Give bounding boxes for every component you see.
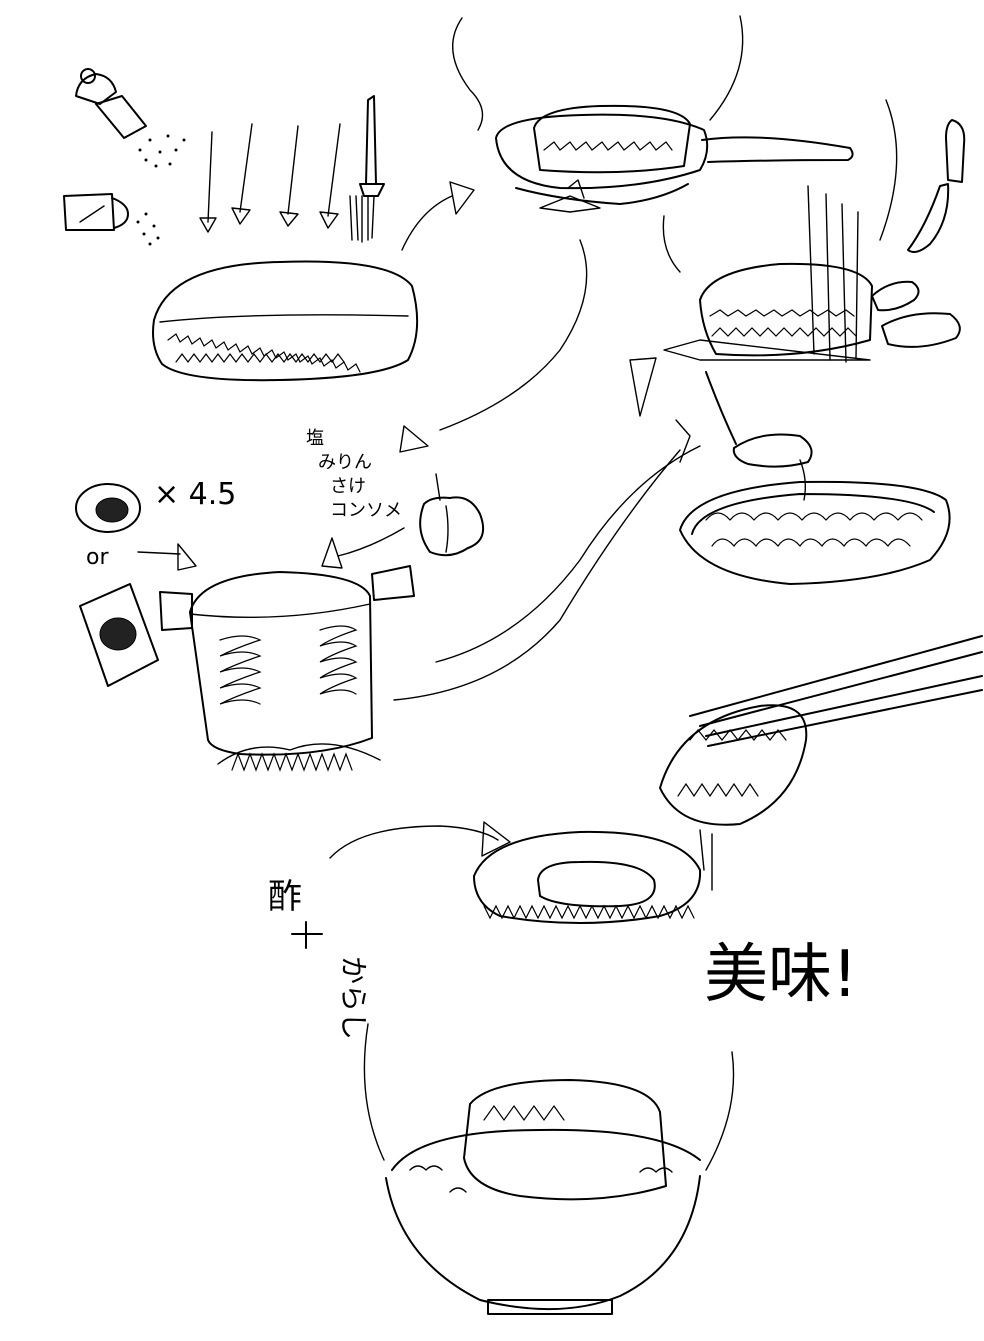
knife-icon <box>907 119 966 253</box>
salt-shaker-icon <box>63 193 160 246</box>
bouillon-cube-icon <box>75 483 141 533</box>
cut-lines <box>807 185 859 363</box>
bowl-outline <box>363 1023 735 1171</box>
arrow-to-small-plate <box>329 821 511 859</box>
seasoning-salt: 塩 <box>306 428 324 449</box>
plus-icon <box>291 921 323 949</box>
vinegar-label: 酢 <box>268 877 302 917</box>
seasoning-list: 塩 みりん さけ コンソメ <box>306 428 402 521</box>
or-arrow <box>137 543 197 571</box>
seasoning-arrow <box>321 527 405 569</box>
frying-pan-icon <box>495 104 854 213</box>
outline-curves <box>439 15 898 431</box>
multiplier-label: × 4.5 <box>154 477 236 512</box>
brush-icon <box>349 95 385 243</box>
pepper-shaker-icon <box>75 68 186 168</box>
or-label: or <box>86 545 109 570</box>
delicious-label: 美味! <box>704 938 858 1012</box>
seasoning-mirin: みりん <box>318 452 372 473</box>
ladle-icon <box>705 371 813 501</box>
arrow-to-plate <box>435 357 701 663</box>
seasoning-sake: さけ <box>330 476 366 497</box>
garlic-icon <box>419 473 484 557</box>
meat-block-icon <box>152 260 419 382</box>
sliced-meat-icon <box>663 262 961 361</box>
arrow-to-pan <box>401 181 475 251</box>
sprinkle-arrows <box>199 123 341 233</box>
arrow-to-pot <box>399 425 429 453</box>
mustard-label: からし <box>337 956 370 1040</box>
chopsticks-icon <box>659 635 983 891</box>
seasoning-consomme: コンソメ <box>330 500 402 521</box>
plate-icon <box>679 480 951 585</box>
arrow-pot-to-plate <box>393 449 681 701</box>
rice-bowl-icon <box>385 1079 701 1315</box>
small-plate-icon <box>473 830 702 924</box>
stock-pot-icon <box>159 565 415 772</box>
bouillon-packet-icon <box>79 583 159 687</box>
